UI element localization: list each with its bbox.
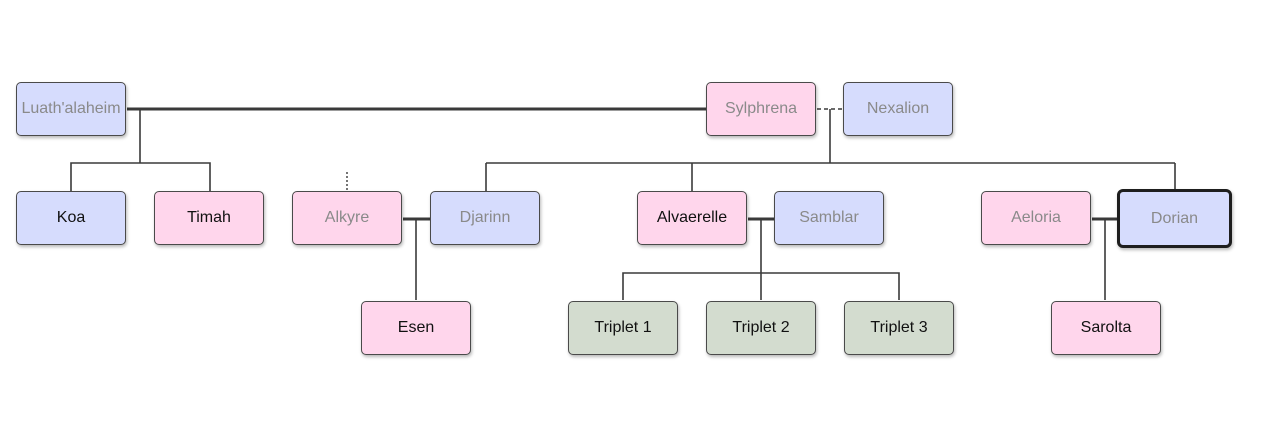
- person-node-luathalaheim[interactable]: Luath'alaheim: [16, 82, 126, 136]
- person-node-aeloria[interactable]: Aeloria: [981, 191, 1091, 245]
- person-node-alvaerelle[interactable]: Alvaerelle: [637, 191, 747, 245]
- person-name: Dorian: [1150, 209, 1199, 227]
- person-node-koa[interactable]: Koa: [16, 191, 126, 245]
- person-node-alkyre[interactable]: Alkyre: [292, 191, 402, 245]
- person-name: Luath'alaheim: [21, 100, 121, 117]
- person-node-nexalion[interactable]: Nexalion: [843, 82, 953, 136]
- person-name: Nexalion: [866, 100, 930, 117]
- person-node-esen[interactable]: Esen: [361, 301, 471, 355]
- person-node-sylphrena[interactable]: Sylphrena: [706, 82, 816, 136]
- person-name: Koa: [56, 209, 86, 226]
- person-node-triplet-2[interactable]: Triplet 2: [706, 301, 816, 355]
- person-node-triplet-1[interactable]: Triplet 1: [568, 301, 678, 355]
- person-name: Samblar: [799, 209, 859, 226]
- sibling-bar-koa-timah: [70, 162, 211, 191]
- person-node-timah[interactable]: Timah: [154, 191, 264, 245]
- person-name: Sylphrena: [724, 100, 798, 117]
- person-node-djarinn[interactable]: Djarinn: [430, 191, 540, 245]
- person-name: Triplet 3: [870, 319, 928, 336]
- person-node-samblar[interactable]: Samblar: [774, 191, 884, 245]
- person-node-triplet-3[interactable]: Triplet 3: [844, 301, 954, 355]
- person-name: Triplet 1: [594, 319, 652, 336]
- person-name: Triplet 2: [732, 319, 790, 336]
- person-node-sarolta[interactable]: Sarolta: [1051, 301, 1161, 355]
- person-name: Timah: [187, 209, 231, 226]
- person-name: Aeloria: [1011, 209, 1061, 226]
- person-node-dorian-selected[interactable]: Dorian: [1117, 189, 1232, 248]
- sibling-bar-triplets: [622, 272, 900, 300]
- person-name: Alvaerelle: [656, 209, 728, 226]
- person-name: Djarinn: [459, 209, 511, 226]
- person-name: Alkyre: [324, 209, 370, 226]
- person-name: Sarolta: [1080, 319, 1132, 336]
- person-name: Esen: [397, 319, 435, 336]
